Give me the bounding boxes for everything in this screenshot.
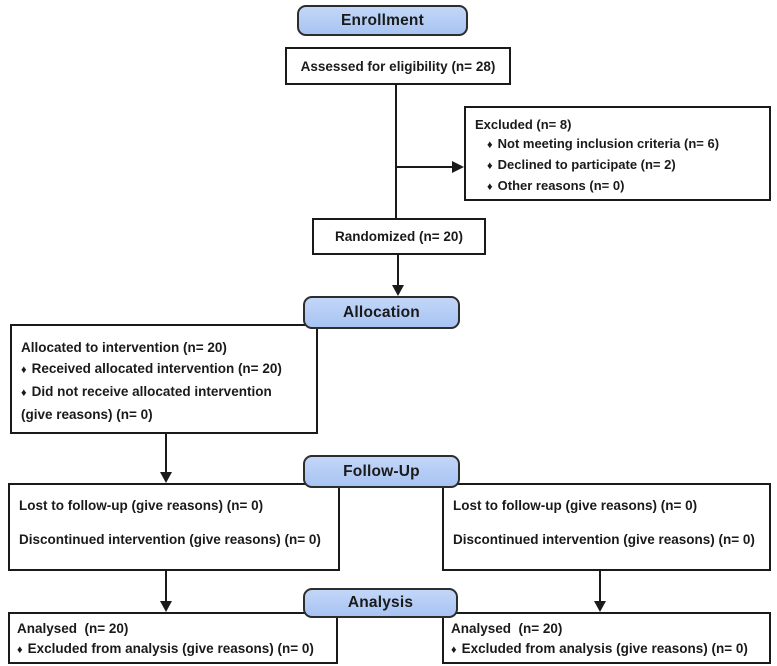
- excluded-box: Excluded (n= 8) ♦ Not meeting inclusion …: [464, 106, 771, 201]
- analysis-header: Analysis: [303, 588, 458, 618]
- analysis-left-item-text: Excluded from analysis (give reasons) (n…: [27, 641, 314, 656]
- allocated-title: Allocated to intervention (n= 20): [21, 340, 227, 355]
- allocation-header: Allocation: [303, 296, 460, 329]
- assessed-eligibility-box: Assessed for eligibility (n= 28): [285, 47, 511, 85]
- allocation-header-label: Allocation: [343, 303, 420, 321]
- excluded-item: ♦ Other reasons (n= 0): [475, 176, 761, 197]
- analysis-left-title: Analysed (n= 20): [17, 621, 129, 636]
- followup-header-label: Follow-Up: [343, 462, 420, 480]
- analysis-right-box: Analysed (n= 20) ♦ Excluded from analysi…: [442, 612, 771, 664]
- analysis-right-item-text: Excluded from analysis (give reasons) (n…: [461, 641, 748, 656]
- followup-header: Follow-Up: [303, 455, 460, 488]
- allocated-item-text: Did not receive allocated intervention: [31, 384, 272, 399]
- followup-right-box: Lost to follow-up (give reasons) (n= 0) …: [442, 483, 771, 571]
- enrollment-header-label: Enrollment: [341, 11, 424, 29]
- followup-left-line1: Lost to follow-up (give reasons) (n= 0): [19, 498, 264, 513]
- analysis-right-item: ♦ Excluded from analysis (give reasons) …: [451, 639, 763, 660]
- analysis-header-label: Analysis: [347, 594, 414, 611]
- excluded-item: ♦ Not meeting inclusion criteria (n= 6): [475, 134, 761, 155]
- analysis-left-item: ♦ Excluded from analysis (give reasons) …: [17, 639, 330, 660]
- bullet-diamond-icon: ♦: [451, 644, 457, 656]
- allocated-continuation: (give reasons) (n= 0): [21, 407, 153, 422]
- followup-left-line2: Discontinued intervention (give reasons)…: [19, 532, 321, 547]
- bullet-diamond-icon: ♦: [17, 644, 23, 656]
- excluded-title: Excluded (n= 8): [475, 117, 572, 132]
- bullet-diamond-icon: ♦: [21, 387, 27, 399]
- excluded-item-text: Other reasons (n= 0): [497, 178, 625, 193]
- bullet-diamond-icon: ♦: [487, 139, 493, 151]
- followup-left-box: Lost to follow-up (give reasons) (n= 0) …: [8, 483, 340, 571]
- allocated-intervention-box: Allocated to intervention (n= 20) ♦ Rece…: [10, 324, 318, 434]
- enrollment-header: Enrollment: [297, 5, 468, 36]
- allocated-item-text: Received allocated intervention (n= 20): [31, 361, 282, 376]
- analysis-left-box: Analysed (n= 20) ♦ Excluded from analysi…: [8, 612, 338, 664]
- allocated-item: ♦ Received allocated intervention (n= 20…: [21, 358, 308, 381]
- randomized-text: Randomized (n= 20): [335, 229, 463, 244]
- randomized-box: Randomized (n= 20): [312, 218, 486, 255]
- allocated-item: ♦ Did not receive allocated intervention: [21, 381, 308, 404]
- excluded-item: ♦ Declined to participate (n= 2): [475, 155, 761, 176]
- assessed-eligibility-text: Assessed for eligibility (n= 28): [300, 58, 496, 74]
- excluded-item-text: Declined to participate (n= 2): [497, 157, 676, 172]
- bullet-diamond-icon: ♦: [487, 160, 493, 172]
- followup-right-line1: Lost to follow-up (give reasons) (n= 0): [453, 498, 698, 513]
- analysis-right-title: Analysed (n= 20): [451, 621, 563, 636]
- bullet-diamond-icon: ♦: [487, 181, 493, 193]
- followup-right-line2: Discontinued intervention (give reasons)…: [453, 532, 755, 547]
- bullet-diamond-icon: ♦: [21, 364, 27, 376]
- excluded-item-text: Not meeting inclusion criteria (n= 6): [497, 136, 720, 151]
